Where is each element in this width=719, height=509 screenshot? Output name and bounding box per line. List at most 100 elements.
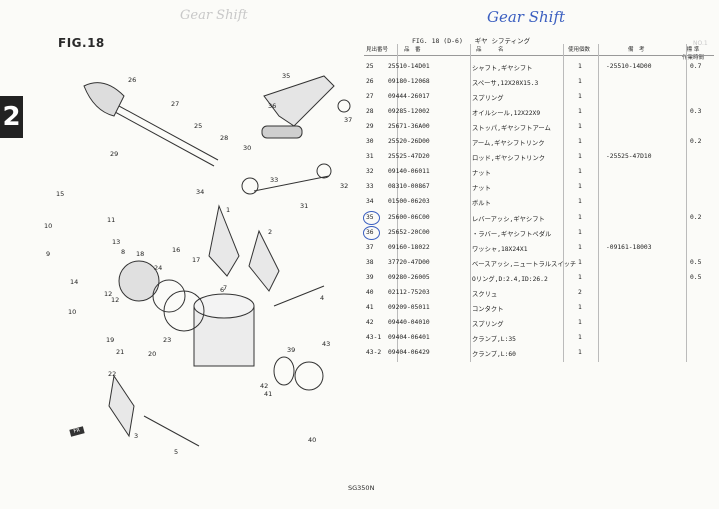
column-header-part-no: 品 番	[404, 47, 421, 53]
row-ref-number: 43-1	[366, 333, 382, 341]
row-part-name: アーム,ギヤシフトリンク	[472, 140, 545, 148]
svg-text:6: 6	[220, 286, 224, 294]
svg-text:22: 22	[108, 370, 116, 378]
row-quantity: 1	[578, 123, 582, 131]
svg-text:10: 10	[68, 308, 76, 316]
row-part-number: 08310-00867	[388, 183, 430, 191]
figure-name: ギヤ シフティング	[474, 37, 531, 45]
model-footer: SG350N	[348, 484, 375, 492]
svg-text:18: 18	[136, 250, 144, 258]
handwritten-circle-mark	[363, 225, 380, 240]
row-part-number: 25671-36A00	[388, 123, 430, 131]
row-part-number: 25520-26D00	[388, 138, 430, 146]
svg-text:29: 29	[110, 150, 118, 158]
row-quantity: 1	[578, 93, 582, 101]
row-part-number: 09440-04010	[388, 318, 430, 326]
row-part-name: ベースアッシ,ニュートラルスイッチ	[472, 260, 577, 268]
row-remarks: -25510-14D00	[606, 63, 652, 70]
svg-text:17: 17	[192, 256, 200, 264]
row-quantity: 1	[578, 198, 582, 206]
row-ref-number: 28	[366, 108, 374, 116]
row-quantity: 1	[578, 243, 582, 251]
row-work-time: 0.2	[690, 213, 702, 221]
column-header-name: 品 名	[476, 47, 504, 53]
row-part-name: ボルト	[472, 200, 491, 208]
row-part-name: ナット	[472, 170, 491, 178]
row-work-time: 0.5	[690, 258, 702, 266]
svg-text:16: 16	[172, 246, 180, 254]
svg-text:3: 3	[134, 432, 138, 440]
svg-text:8: 8	[121, 248, 125, 256]
row-part-name: クランプ,L:35	[472, 335, 516, 343]
row-part-number: 25600-06C00	[388, 213, 430, 221]
row-ref-number: 29	[366, 123, 374, 131]
svg-text:19: 19	[106, 336, 114, 344]
row-ref-number: 33	[366, 183, 374, 191]
column-header-work-time: 標 準 作業時間	[682, 47, 705, 61]
svg-text:15: 15	[56, 190, 64, 198]
svg-text:14: 14	[70, 278, 78, 286]
row-part-number: 09180-12068	[388, 78, 430, 86]
svg-text:24: 24	[154, 264, 162, 272]
svg-text:31: 31	[300, 202, 308, 210]
row-work-time: 0.2	[690, 138, 702, 146]
row-part-number: 09280-26005	[388, 273, 430, 281]
row-ref-number: 34	[366, 198, 374, 206]
row-part-name: スクリュ	[472, 290, 498, 298]
row-part-number: 37720-47D00	[388, 258, 430, 266]
row-ref-number: 31	[366, 153, 374, 161]
row-part-number: 09444-26017	[388, 93, 430, 101]
row-part-number: 09140-06011	[388, 168, 430, 176]
row-work-time: 0.5	[690, 273, 702, 281]
row-part-number: 25652-20C00	[388, 228, 430, 236]
row-part-number: 25525-47D20	[388, 153, 430, 161]
svg-text:41: 41	[264, 390, 272, 398]
row-part-name: ナット	[472, 185, 491, 193]
svg-text:43: 43	[322, 340, 330, 348]
row-quantity: 1	[578, 258, 582, 266]
svg-text:20: 20	[148, 350, 156, 358]
row-part-name: オイルシール,12X22X9	[472, 110, 541, 118]
row-part-name: スペーサ,12X20X15.3	[472, 80, 539, 88]
row-ref-number: 43-2	[366, 348, 382, 356]
figure-reference: FIG. 18 (D-6) ギヤ シフティング	[412, 35, 530, 45]
row-quantity: 2	[578, 288, 582, 296]
bleed-through-margin-text: NO.1	[693, 40, 708, 47]
row-quantity: 1	[578, 138, 582, 146]
row-quantity: 1	[578, 63, 582, 70]
svg-text:27: 27	[171, 100, 179, 108]
svg-text:34: 34	[196, 188, 204, 196]
svg-text:1: 1	[226, 206, 230, 214]
row-part-name: ワッシャ,18X24X1	[472, 245, 528, 253]
svg-text:42: 42	[260, 382, 268, 390]
figure-title: FIG.18	[58, 36, 105, 50]
column-header-qty: 使用個数	[568, 47, 591, 53]
row-ref-number: 38	[366, 258, 374, 266]
column-header-ref: 見出番号	[366, 47, 389, 53]
row-part-name: スプリング	[472, 320, 504, 328]
row-ref-number: 42	[366, 318, 374, 326]
row-ref-number: 41	[366, 303, 374, 311]
svg-text:12: 12	[111, 296, 119, 304]
column-rule	[397, 44, 398, 362]
handwritten-circle-mark	[363, 210, 380, 225]
svg-text:9: 9	[46, 250, 50, 258]
row-quantity: 1	[578, 228, 582, 236]
svg-text:25: 25	[194, 122, 202, 130]
svg-text:32: 32	[340, 182, 348, 190]
svg-text:23: 23	[163, 336, 171, 344]
chapter-tab: 2	[0, 96, 23, 138]
row-quantity: 1	[578, 333, 582, 341]
row-quantity: 1	[578, 108, 582, 116]
